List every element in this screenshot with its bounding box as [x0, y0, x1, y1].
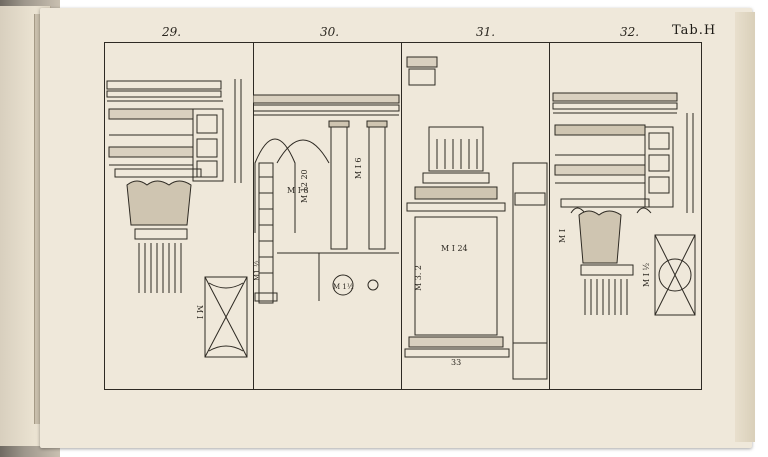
panel-29: M I [105, 43, 254, 389]
annotation-p31-mi24: M I 24 [441, 244, 468, 253]
corinthian-capital-drawing: M I [106, 79, 248, 358]
drawing-frame: M I [104, 42, 702, 390]
annotation-p31-m32: M 3. 2 [414, 265, 423, 291]
annotation-p32-mi: M I [558, 229, 567, 243]
panel-30: M I 8 M 12 20 M I 6 M 1½ M1 ½ [253, 43, 402, 389]
annotation-p29-mi: M I [195, 305, 204, 319]
page-number-29: 29. [162, 25, 182, 39]
annotation-p30-side: M1 ½ [253, 260, 261, 281]
page-number-32: 32. [620, 25, 640, 39]
panel-32: M I M I ½ [549, 43, 699, 389]
plate-label: Tab.H [672, 23, 717, 38]
panel-31: M I 24 M 3. 2 33 [401, 43, 550, 389]
annotation-p32-mi-half: M I ½ [642, 263, 651, 287]
annotation-p30-m18: M I 8 [287, 186, 309, 195]
annotation-p30-m16: M I 6 [354, 157, 363, 179]
page-number-31: 31. [476, 25, 496, 39]
annotation-p31-33: 33 [451, 358, 461, 367]
annotation-p30-m1-half: M 1½ [333, 283, 354, 291]
page-number-30: 30. [320, 25, 340, 39]
annotation-p30-m12-20: M 12 20 [300, 169, 309, 203]
composite-capital-drawing: M I M I ½ [552, 92, 696, 316]
plate-right-edge [735, 12, 755, 442]
arcade-drawing: M I 8 M 12 20 M I 6 M 1½ M1 ½ [253, 94, 400, 304]
pedestal-drawing: M I 24 M 3. 2 33 [404, 56, 548, 380]
